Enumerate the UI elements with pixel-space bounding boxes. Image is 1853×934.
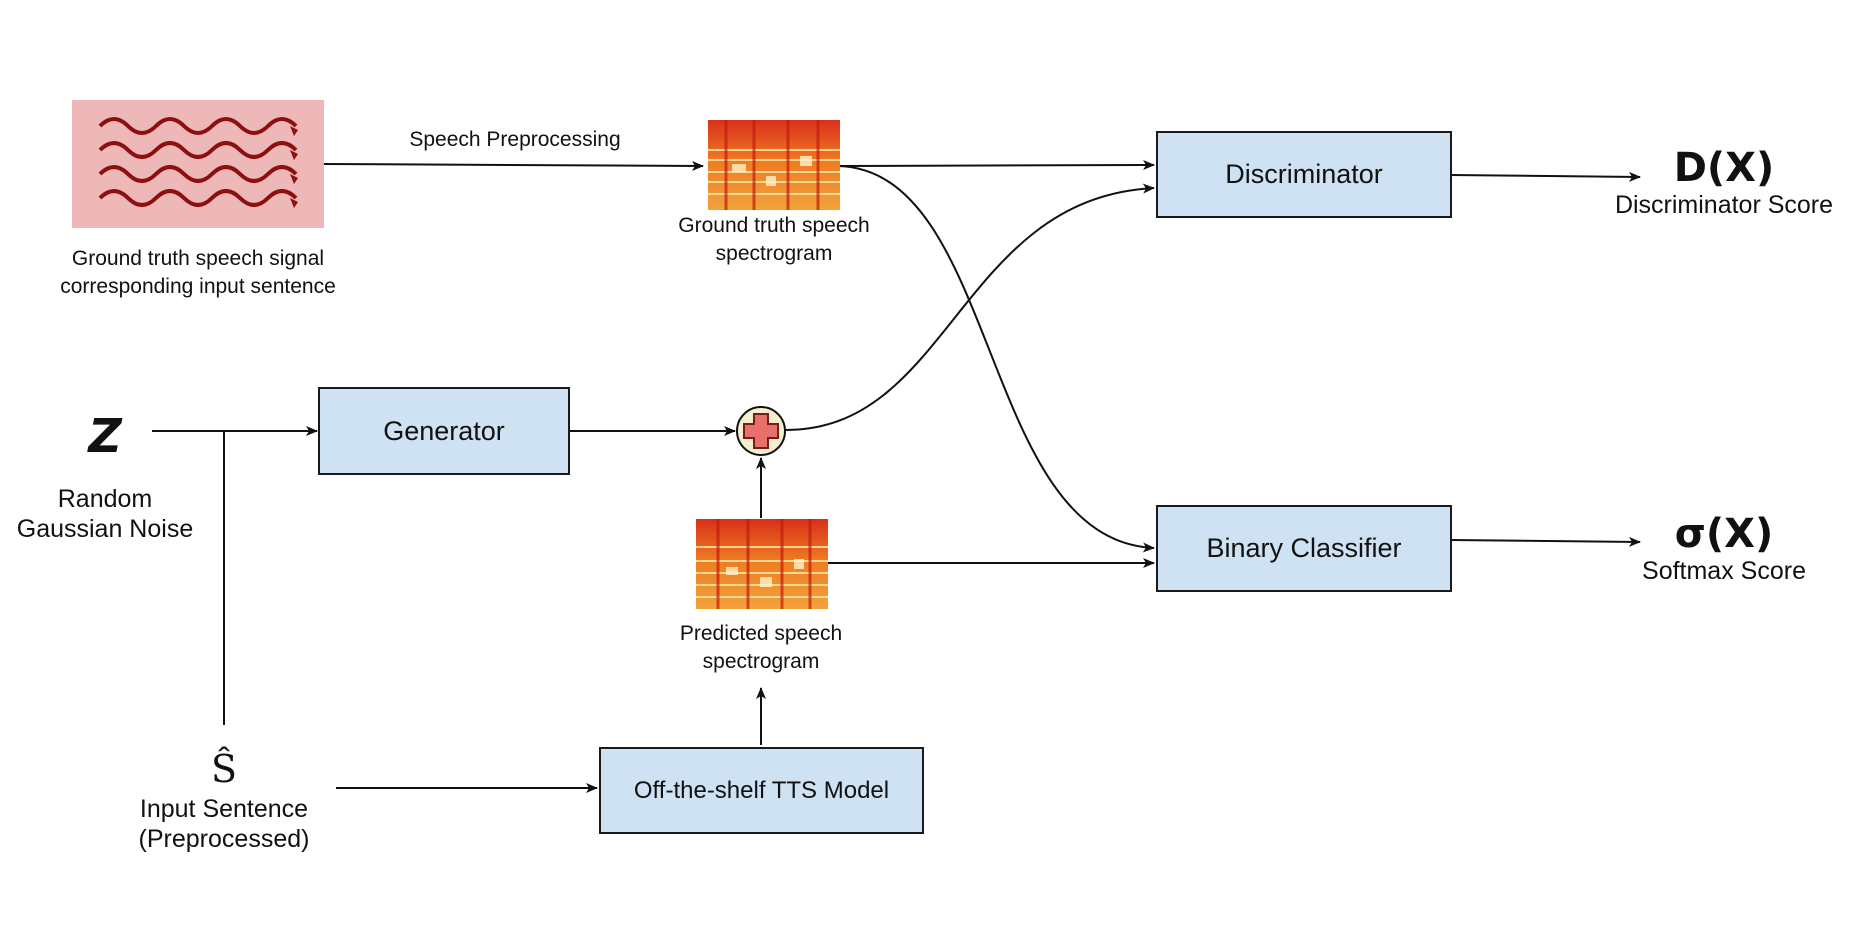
classifier-output-symbol: σ(X) <box>1674 511 1774 557</box>
noise-caption: Random Gaussian Noise <box>16 485 194 543</box>
ground-truth-signal-caption: Ground truth speech signal corresponding… <box>60 247 336 298</box>
generator-label: Generator <box>383 415 505 446</box>
edge-gt-to-discriminator <box>837 160 1155 171</box>
generator-box: Generator <box>318 387 570 475</box>
binary-classifier-label: Binary Classifier <box>1206 533 1402 563</box>
sentence-symbol: Ŝ <box>210 747 238 791</box>
spectrogram-icon <box>696 519 828 609</box>
binary-classifier-box: Binary Classifier <box>1156 505 1452 592</box>
discriminator-label: Discriminator <box>1225 159 1383 189</box>
edge-sum-to-discriminator <box>785 183 1155 431</box>
classifier-output-label: Softmax Score <box>1642 557 1806 585</box>
discriminator-output-label: Discriminator Score <box>1614 191 1834 219</box>
tts-model-label: Off-the-shelf TTS Model <box>633 776 890 804</box>
pred-spectrogram-caption: Predicted speech spectrogram <box>679 622 843 673</box>
sentence-caption: Input Sentence (Preprocessed) <box>138 795 310 853</box>
edge-gt-to-classifier <box>837 165 1155 553</box>
noise-symbol: Z <box>88 409 122 463</box>
edge-classifier-output <box>1449 536 1641 547</box>
discriminator-output-symbol: D(X) <box>1673 145 1775 191</box>
spectrogram-icon <box>708 120 840 210</box>
discriminator-box: Discriminator <box>1156 131 1452 218</box>
speech-waveform-icon <box>72 100 324 228</box>
plus-icon <box>736 406 786 456</box>
gt-spectrogram-caption: Ground truth speech spectrogram <box>678 214 870 265</box>
edge-preprocessing <box>322 160 704 171</box>
speech-preprocessing-label: Speech Preprocessing <box>409 128 621 151</box>
tts-model-box: Off-the-shelf TTS Model <box>599 747 924 834</box>
edge-discriminator-output <box>1449 171 1641 182</box>
